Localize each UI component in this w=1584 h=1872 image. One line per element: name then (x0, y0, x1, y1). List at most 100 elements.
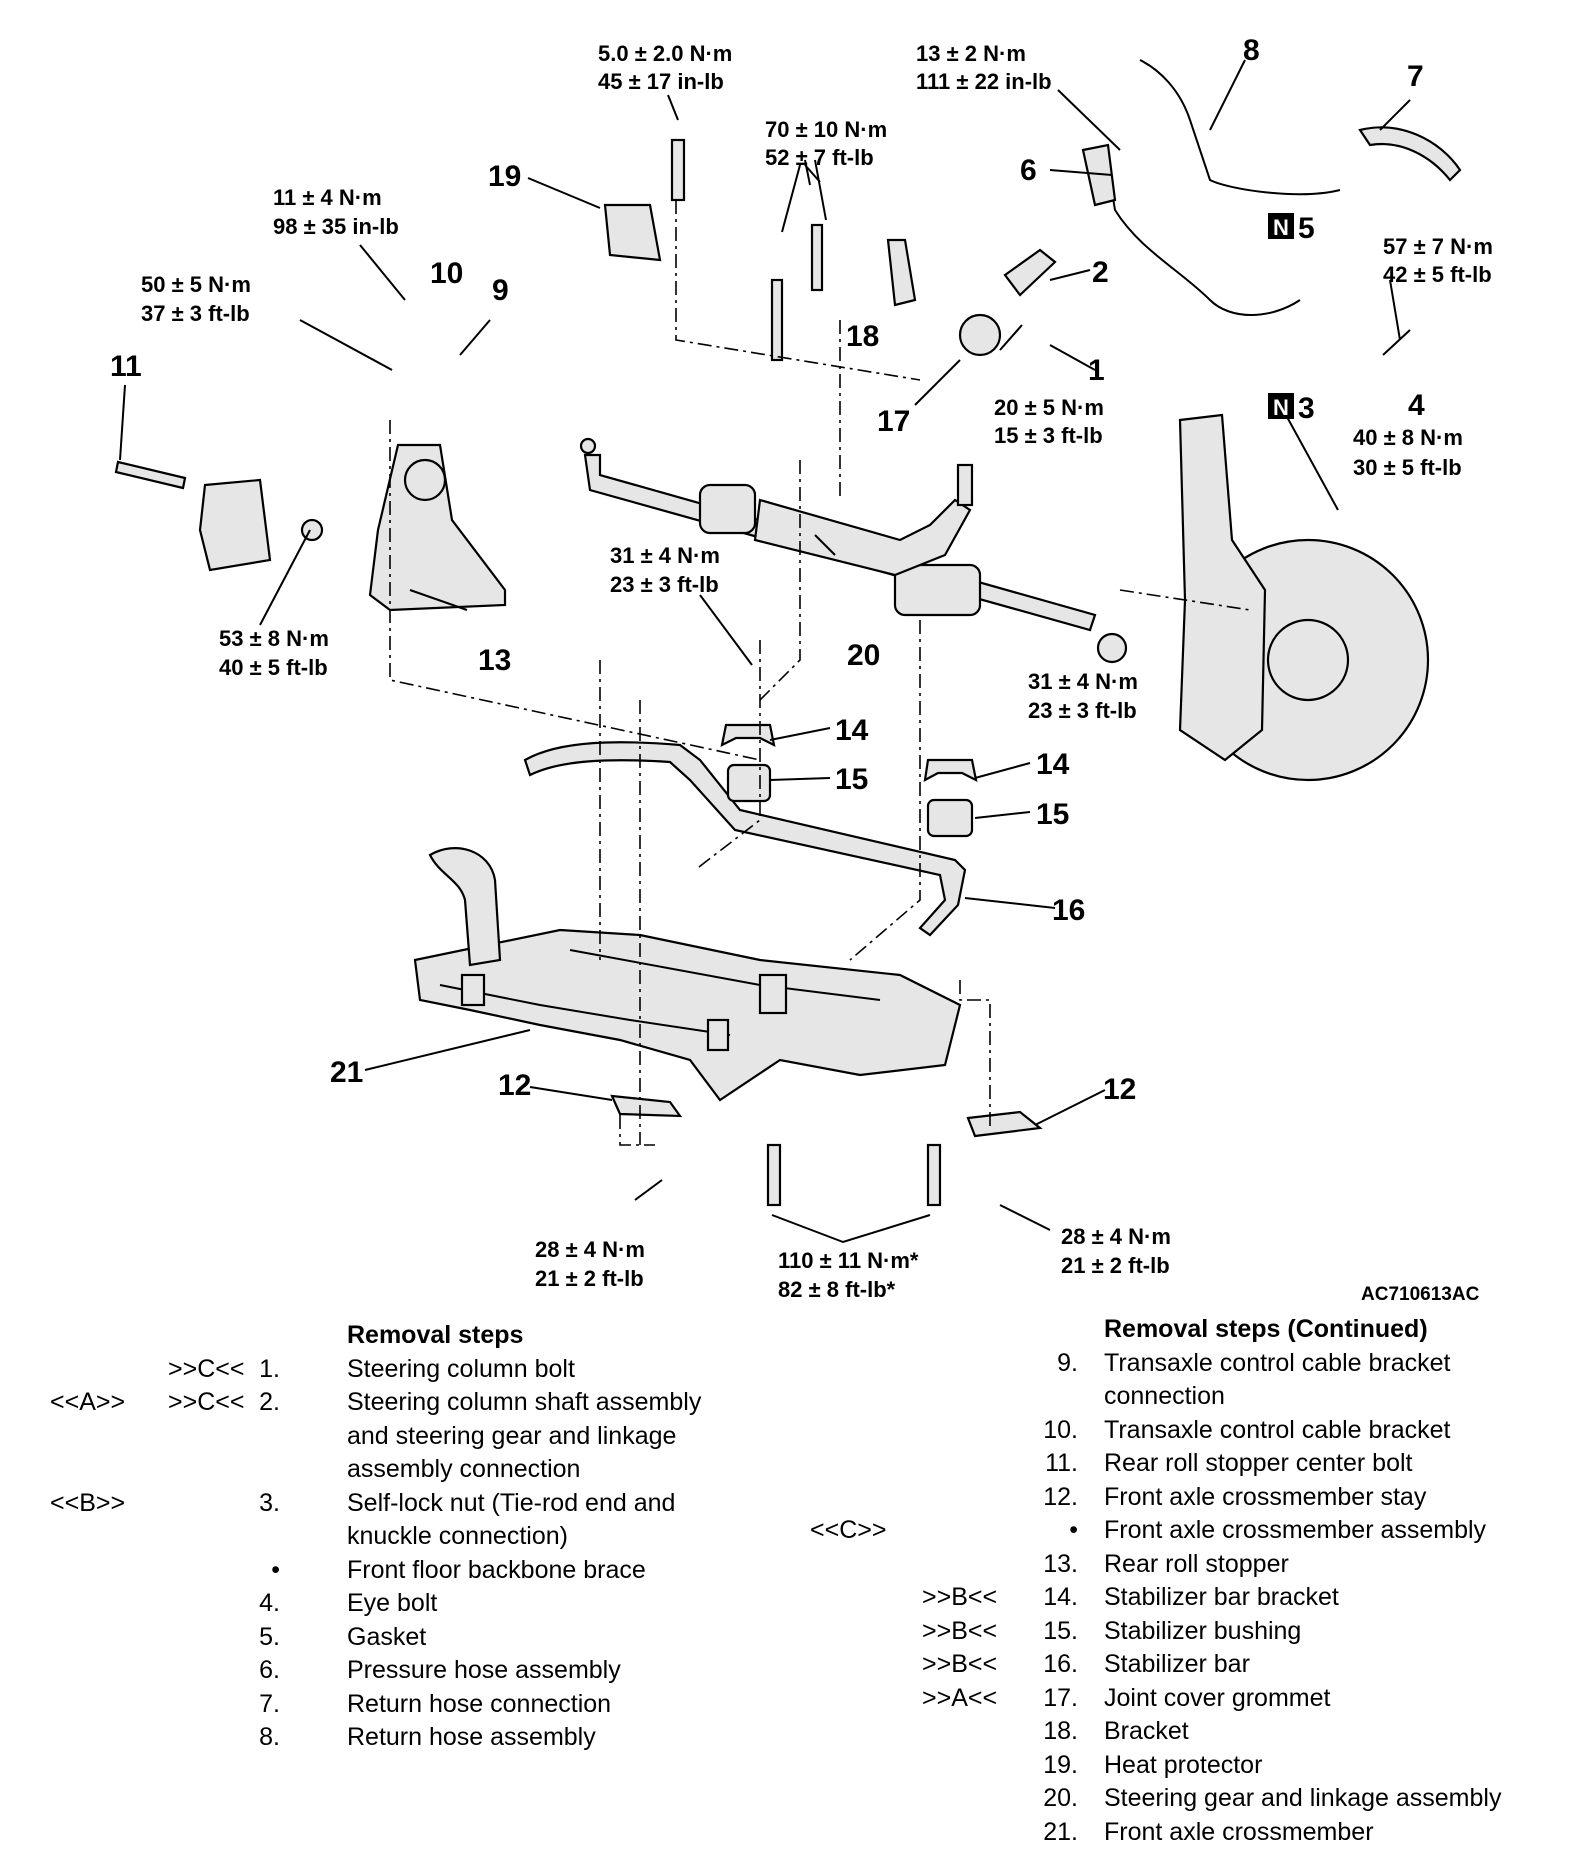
step-text: connection (1104, 1382, 1225, 1410)
callout-17: 17 (877, 405, 910, 438)
callout-9: 9 (492, 274, 509, 307)
torque-label: 40 ± 8 N·m (1353, 425, 1463, 450)
callout-6: 6 (1020, 154, 1037, 187)
torque-label: 23 ± 3 ft-lb (610, 572, 719, 597)
step-text: Front axle crossmember assembly (1104, 1516, 1487, 1544)
torque-label: 53 ± 8 N·m (219, 626, 329, 651)
step-row: 8.Return hose assembly (50, 1721, 770, 1755)
step-text: Steering column bolt (347, 1354, 575, 1383)
step-note-b: >>B<< (922, 1650, 998, 1678)
torque-label: 31 ± 4 N·m (610, 543, 720, 568)
rear-roll-stopper (114, 443, 507, 612)
n-badge-5: N (1268, 213, 1294, 240)
step-number: 13. (1043, 1549, 1078, 1578)
torque-label: 40 ± 5 ft-lb (219, 655, 328, 680)
step-number: 21. (1043, 1817, 1078, 1846)
steering-gear-linkage (579, 437, 1128, 664)
step-text: Return hose assembly (347, 1723, 596, 1751)
step-note-a: <<B>> (50, 1488, 126, 1517)
steering-shaft-joint (1003, 248, 1057, 297)
callout-15: 15 (1036, 798, 1069, 831)
step-row: 13. Rear roll stopper (810, 1548, 1560, 1582)
step-text: Front axle crossmember stay (1104, 1482, 1427, 1511)
step-note-b: >>C<< (168, 1388, 245, 1416)
step-note-b: >>A<< (922, 1683, 998, 1712)
step-text: Gasket (347, 1622, 427, 1651)
step-text: Stabilizer bushing (1104, 1616, 1302, 1645)
step-number: 1. (259, 1354, 280, 1383)
torque-label: 15 ± 3 ft-lb (994, 423, 1103, 448)
step-number: 4. (259, 1589, 280, 1617)
torque-label: 30 ± 5 ft-lb (1353, 455, 1462, 480)
bolt-70nm-a (770, 278, 784, 362)
torque-label: 31 ± 4 N·m (1028, 669, 1138, 694)
step-note-b: >>B<< (922, 1583, 998, 1611)
step-number: 15. (1043, 1616, 1078, 1645)
crossmember-stay-left (610, 1094, 683, 1118)
step-row: 4.Eye bolt (50, 1587, 770, 1621)
step-row-continued: connection (810, 1380, 1560, 1414)
step-row-continued: and steering gear and linkage (50, 1420, 770, 1454)
stabilizer-bushing-left (726, 763, 772, 803)
step-row: <<B>> 3. Self-lock nut (Tie-rod end and (50, 1487, 770, 1521)
step-note-b: >>C<< (168, 1354, 245, 1383)
step-row: 18. Bracket (810, 1715, 1560, 1749)
removal-steps-list: >>C<<1.Steering column bolt<<A>>>>C<<2.S… (50, 1353, 770, 1755)
step-row: >>B<<14.Stabilizer bar bracket (810, 1581, 1560, 1615)
step-row: 21.Front axle crossmember (810, 1816, 1560, 1850)
callout-14: 14 (835, 714, 869, 747)
torque-label: 57 ± 7 N·m (1383, 234, 1493, 259)
callout-7: 7 (1407, 60, 1424, 93)
torque-label: 23 ± 3 ft-lb (1028, 698, 1137, 723)
step-text: Heat protector (1104, 1750, 1263, 1779)
callout-18: 18 (846, 320, 879, 353)
step-text: knuckle connection) (347, 1522, 568, 1550)
callout-16: 16 (1052, 894, 1085, 927)
removal-steps-left: Removal steps >>C<< 1. Steering column bol… (50, 1319, 770, 1755)
figure-code: AC710613AC (1361, 1284, 1480, 1300)
step-text: Self-lock nut (Tie-rod end and (347, 1488, 676, 1517)
step-row: 11.Rear roll stopper center bolt (810, 1447, 1560, 1481)
step-row: >>C<< 1. Steering column bolt (50, 1353, 770, 1387)
step-text: Front floor backbone brace (347, 1555, 646, 1584)
step-text: Rear roll stopper (1104, 1549, 1289, 1578)
torque-label: 13 ± 2 N·m (916, 41, 1026, 66)
step-number: 6. (259, 1656, 280, 1684)
step-number: 18. (1043, 1717, 1078, 1745)
torque-label: 98 ± 35 in-lb (273, 214, 399, 239)
callout-12: 12 (1103, 1073, 1136, 1106)
step-number: 9. (1057, 1348, 1078, 1377)
step-text: assembly connection (347, 1455, 581, 1483)
step-number: • (271, 1555, 280, 1584)
step-text: Bracket (1104, 1717, 1189, 1745)
callout-14: 14 (1036, 748, 1070, 781)
removal-steps-continued-title: Removal steps (Continued) (1104, 1315, 1428, 1343)
front-axle-crossmember (413, 847, 962, 1102)
joint-cover-grommet (958, 313, 1002, 357)
torque-label: 5.0 ± 2.0 N·m (598, 41, 732, 66)
removal-steps-title: Removal steps (347, 1321, 524, 1349)
step-text: Steering gear and linkage assembly (1104, 1784, 1502, 1812)
torque-label: 21 ± 2 ft-lb (535, 1266, 644, 1291)
callout-5: 5 (1298, 212, 1315, 245)
callout-2: 2 (1092, 256, 1109, 289)
stabilizer-bracket-right (923, 758, 978, 783)
brake-knuckle-assembly (1178, 413, 1430, 782)
callout-11: 11 (110, 350, 142, 383)
step-number: • (1069, 1516, 1078, 1544)
step-number: 12. (1043, 1482, 1078, 1511)
step-row: 6.Pressure hose assembly (50, 1654, 770, 1688)
return-hose-assembly (1139, 59, 1462, 196)
bolt-bottom-a (766, 1143, 782, 1207)
svg-text:N: N (1273, 395, 1289, 420)
callout-8: 8 (1243, 34, 1260, 67)
callout-3: 3 (1298, 392, 1315, 425)
step-number: 5. (259, 1622, 280, 1651)
step-number: 11. (1045, 1449, 1078, 1477)
torque-label: 21 ± 2 ft-lb (1061, 1253, 1170, 1278)
step-number: 3. (259, 1488, 280, 1517)
step-number: 14. (1043, 1583, 1078, 1611)
torque-label: 28 ± 4 N·m (1061, 1224, 1171, 1249)
step-row: 7.Return hose connection (50, 1688, 770, 1722)
crossmember-stay-right (966, 1110, 1043, 1138)
